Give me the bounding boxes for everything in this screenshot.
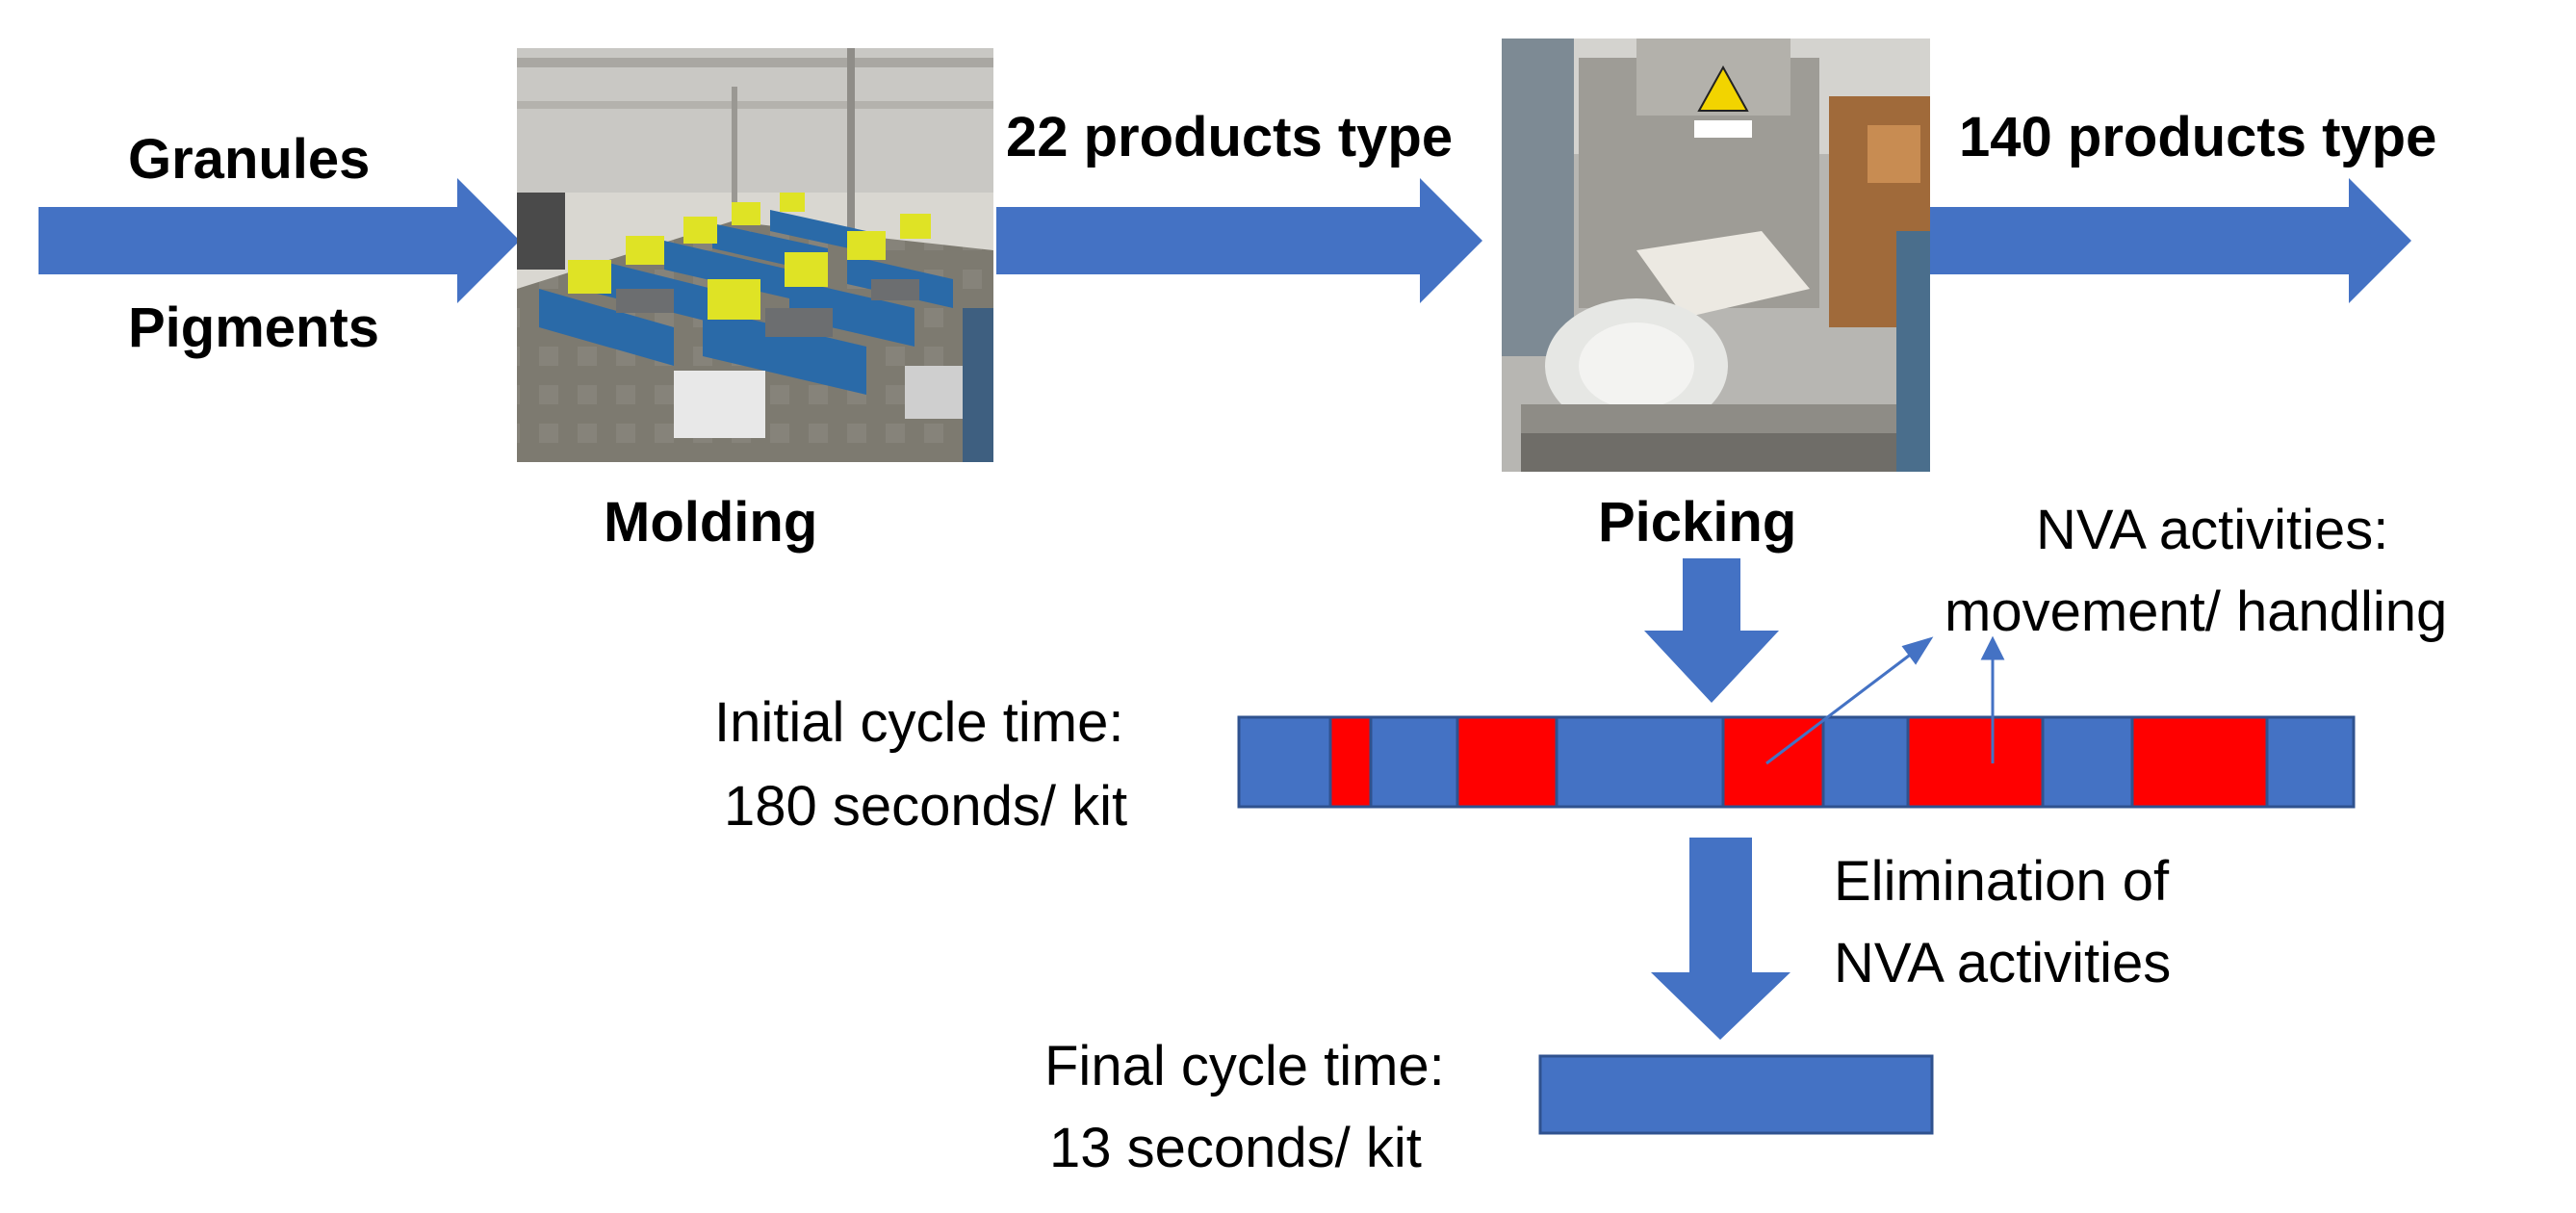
nva-pointers [1765,635,2005,765]
va-segment [1369,715,1459,809]
final-cycle-bar [1538,1054,1934,1135]
nva-segment [1455,715,1558,809]
picking-photo [1502,39,1930,472]
nva-note-line2: movement/ handling [1945,581,2447,643]
va-segment [1555,715,1725,809]
elimination-line1: Elimination of [1834,850,2170,913]
molding-output-arrow [996,178,1482,303]
pigments-label: Pigments [128,297,379,359]
va-segment [1821,715,1910,809]
elimination-down-arrow [1651,838,1790,1040]
initial-cycle-line2: 180 seconds/ kit [724,775,1127,838]
nva-note-line1: NVA activities: [2036,499,2388,561]
final-cycle-line2: 13 seconds/ kit [1049,1117,1422,1179]
final-cycle-line1: Final cycle time: [1044,1035,1445,1097]
picking-output-arrow [1930,178,2411,303]
va-segment [2041,715,2134,809]
granules-label: Granules [128,128,370,191]
va-segment [1237,715,1332,809]
nva-segment [1906,715,2045,809]
picking-label: Picking [1598,491,1796,554]
initial-cycle-bar [1237,715,2356,809]
molding-photo [517,48,993,462]
input-arrow [39,178,520,303]
nva-segment [2130,715,2269,809]
va-segment [2265,715,2356,809]
molding-label: Molding [604,491,817,554]
picking-down-arrow [1644,558,1779,703]
elimination-line2: NVA activities [1834,932,2171,994]
molding-output-label: 22 products type [1006,106,1453,168]
initial-cycle-line1: Initial cycle time: [714,691,1123,754]
picking-output-label: 140 products type [1959,106,2436,168]
nva-segment [1328,715,1373,809]
